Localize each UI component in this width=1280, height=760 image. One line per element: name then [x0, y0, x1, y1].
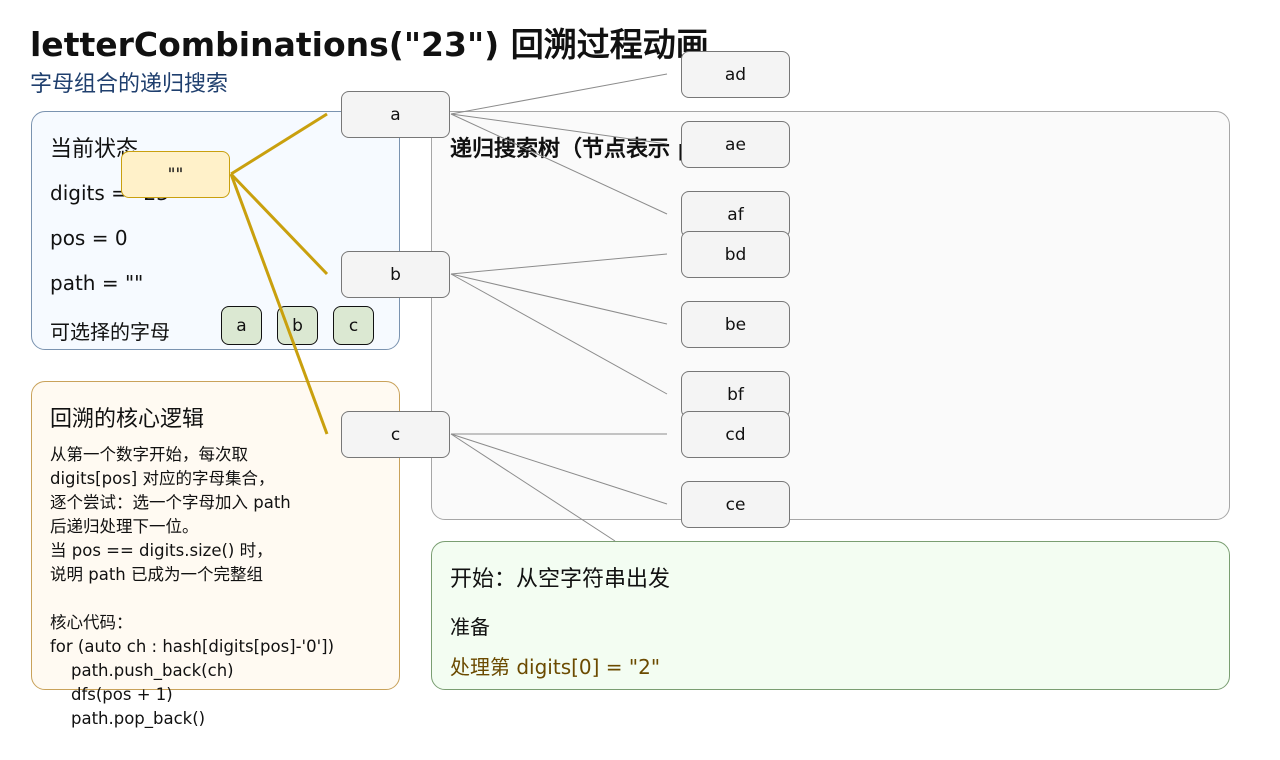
step-line-1: 准备 — [450, 615, 490, 639]
tree-node-c: c — [341, 411, 450, 458]
edge-c-cf — [450, 433, 616, 542]
core-line-5: 当 pos == digits.size() 时， — [50, 541, 273, 560]
path-line: path = "" — [50, 271, 144, 295]
core-line-3: 逐个尝试：选一个字母加入 path — [50, 493, 291, 512]
edge-a-af — [450, 113, 668, 215]
edge-a-ae — [450, 113, 668, 145]
core-line-4: 后递归处理下一位。 — [50, 517, 199, 536]
core-code-line-3: dfs(pos + 1) — [50, 685, 173, 704]
tree-node-ce: ce — [681, 481, 790, 528]
core-line-6: 说明 path 已成为一个完整组 — [50, 565, 264, 584]
step-panel — [431, 541, 1230, 690]
search-tree-panel — [431, 111, 1230, 520]
tree-node-be: be — [681, 301, 790, 348]
core-logic-panel — [31, 381, 400, 690]
leaf-edges — [450, 73, 668, 542]
core-code-label: 核心代码： — [50, 613, 133, 632]
tree-node-a: a — [341, 91, 450, 138]
core-line-2: digits[pos] 对应的字母集合， — [50, 469, 275, 488]
edge-c-ce — [450, 433, 668, 505]
step-line-2: 处理第 digits[0] = "2" — [450, 655, 661, 679]
core-code-line-1: for (auto ch : hash[digits[pos]-'0']) — [50, 637, 335, 656]
core-code-line-2: path.push_back(ch) — [50, 661, 234, 680]
tree-node-bf: bf — [681, 371, 790, 418]
tree-node-bd: bd — [681, 231, 790, 278]
edge-b-bf — [450, 273, 668, 395]
tree-node-b: b — [341, 251, 450, 298]
edge-b-bd — [450, 253, 668, 275]
tree-node-ad: ad — [681, 51, 790, 98]
tree-node-root: "" — [121, 151, 230, 198]
pos-line: pos = 0 — [50, 226, 128, 250]
core-heading: 回溯的核心逻辑 — [50, 407, 205, 432]
edge-root-c — [229, 173, 329, 435]
core-code-line-4: path.pop_back() — [50, 709, 206, 728]
choice-chip-c: c — [333, 306, 374, 345]
choice-chip-b: b — [277, 306, 318, 345]
choice-chip-a: a — [221, 306, 262, 345]
edge-root-b — [229, 172, 329, 276]
edge-root-a — [230, 112, 328, 176]
tree-node-cd: cd — [681, 411, 790, 458]
page-title: letterCombinations("23") 回溯过程动画 — [30, 25, 709, 64]
edge-b-be — [450, 273, 668, 325]
page-subtitle: 字母组合的递归搜索 — [30, 72, 229, 97]
edge-a-ad — [450, 73, 668, 115]
tree-node-af: af — [681, 191, 790, 238]
step-heading: 开始：从空字符串出发 — [450, 567, 671, 592]
root-edges — [229, 112, 329, 435]
core-line-1: 从第一个数字开始，每次取 — [50, 445, 248, 464]
tree-node-ae: ae — [681, 121, 790, 168]
choices-label: 可选择的字母 — [50, 320, 170, 344]
